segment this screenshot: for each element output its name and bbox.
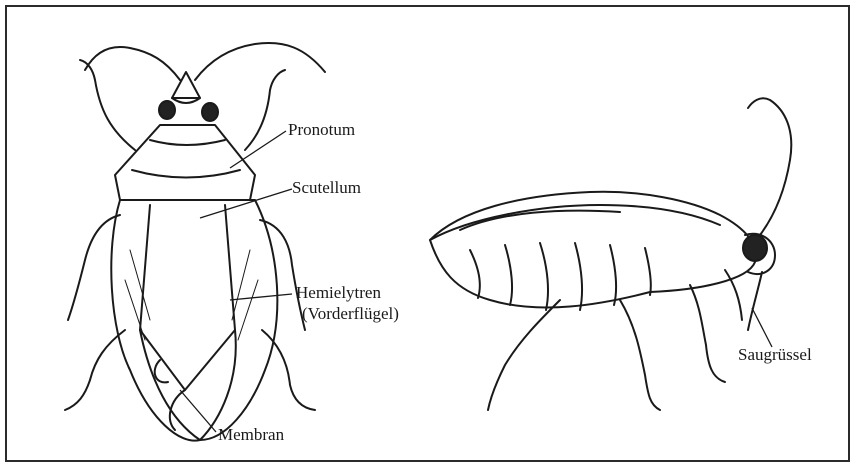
leader-pronotum bbox=[230, 131, 286, 168]
label-saugruessel: Saugrüssel bbox=[738, 345, 812, 365]
label-scutellum: Scutellum bbox=[292, 178, 361, 198]
dorsal-bug bbox=[65, 43, 325, 441]
leader-saugruessel bbox=[752, 308, 772, 347]
label-hemielytren: Hemielytren bbox=[296, 283, 381, 303]
label-pronotum: Pronotum bbox=[288, 120, 355, 140]
label-membran: Membran bbox=[218, 425, 284, 445]
label-vorderfluegel: (Vorderflügel) bbox=[302, 304, 399, 324]
